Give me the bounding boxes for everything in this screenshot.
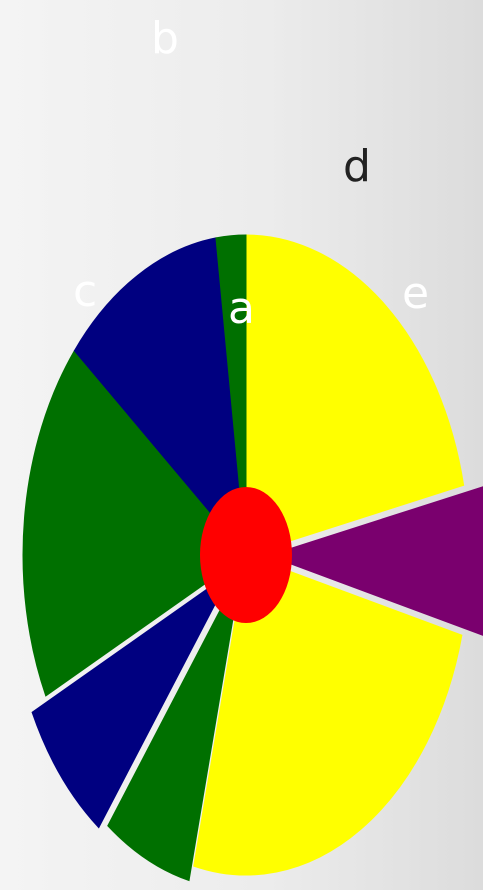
pie-label-b: b: [151, 17, 179, 61]
pie-label-c: c: [73, 270, 97, 314]
pie-center-circle: [200, 487, 292, 623]
pie-label-a: a: [228, 287, 255, 331]
pie-label-e: e: [402, 272, 429, 316]
pie-label-d: d: [343, 145, 371, 189]
